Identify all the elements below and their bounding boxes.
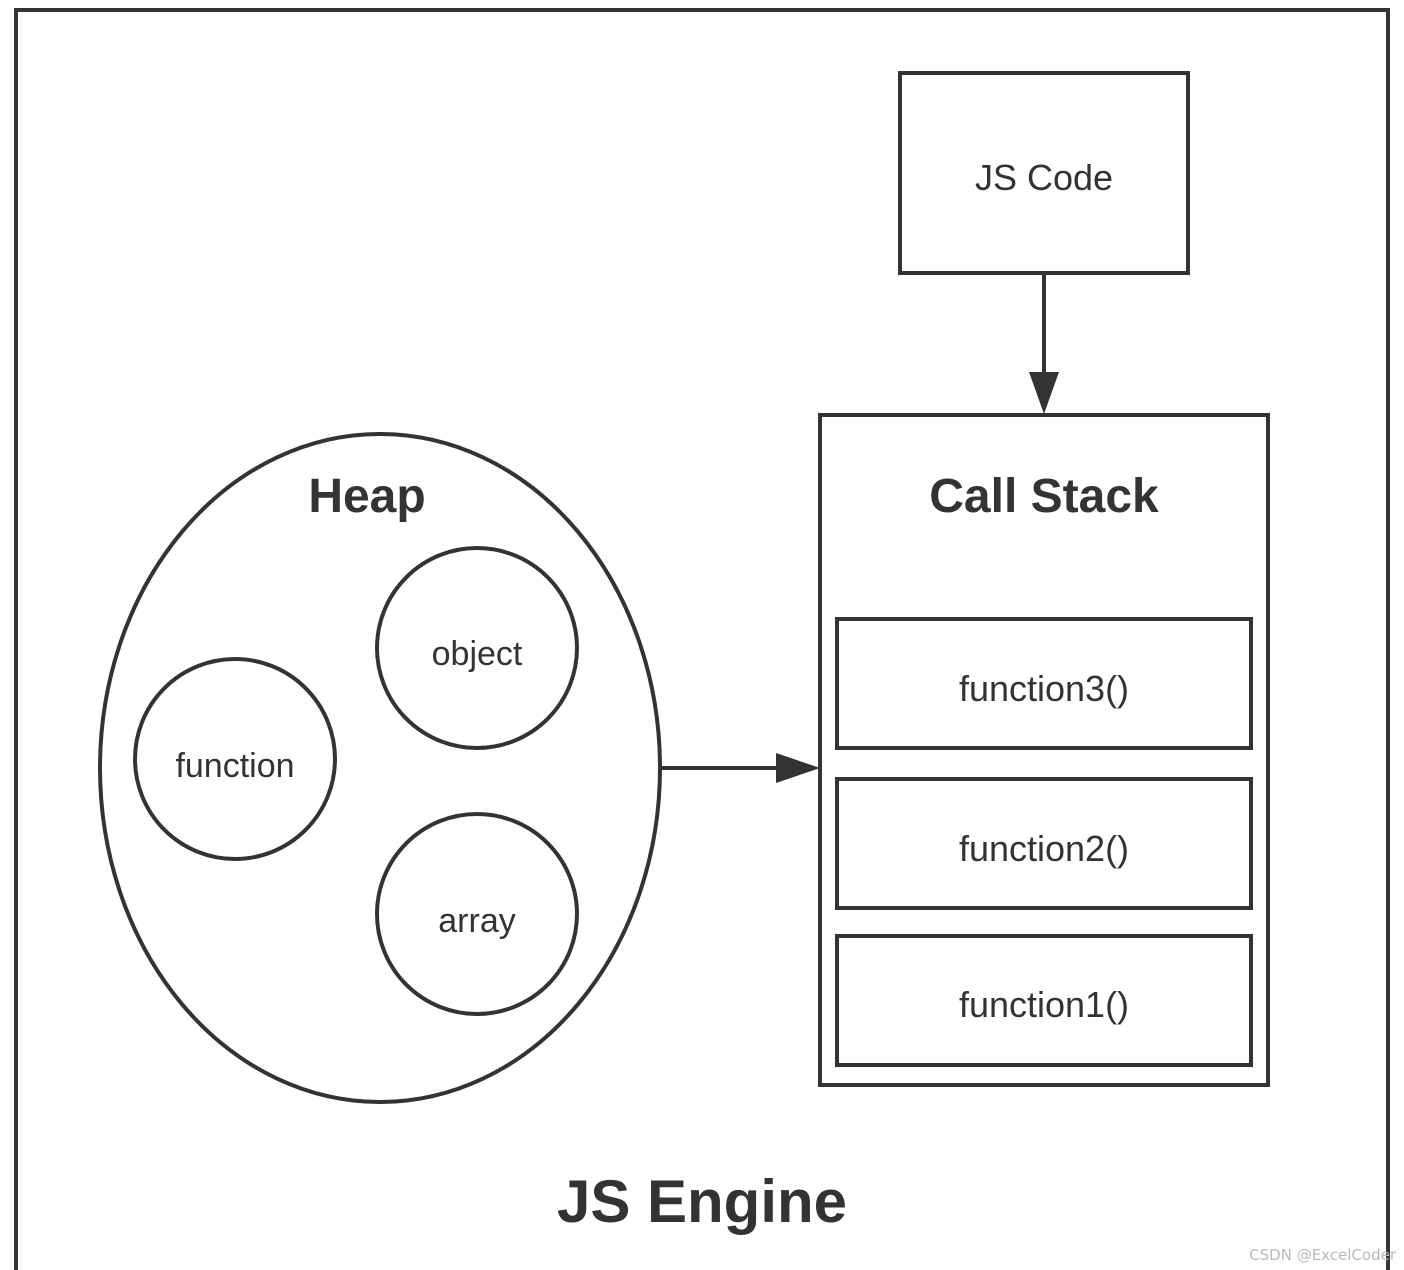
js-code-label: JS Code — [975, 157, 1113, 198]
heap-to-stack-arrow — [660, 753, 820, 783]
heap-object-label: object — [432, 635, 523, 673]
call-stack-title: Call Stack — [929, 470, 1159, 523]
stack-frame-1 — [835, 934, 1253, 1067]
code-to-stack-arrow — [1029, 273, 1059, 414]
watermark: CSDN @ExcelCoder — [1249, 1246, 1396, 1264]
stack-frame-2-label: function2() — [959, 828, 1129, 869]
stack-frame-1-label: function1() — [959, 984, 1129, 1025]
stack-frame-2 — [835, 777, 1253, 910]
heap-title: Heap — [308, 470, 425, 523]
heap-object-circle — [375, 546, 579, 750]
engine-label: JS Engine — [557, 1168, 847, 1235]
heap-function-label: function — [175, 747, 294, 785]
stack-frame-3 — [835, 617, 1253, 750]
stack-frame-3-label: function3() — [959, 668, 1129, 709]
engine-frame — [14, 8, 1390, 1270]
heap-function-circle — [133, 657, 337, 861]
heap-array-label: array — [438, 902, 515, 940]
call-stack-box — [818, 413, 1270, 1087]
heap-array-circle — [375, 812, 579, 1016]
